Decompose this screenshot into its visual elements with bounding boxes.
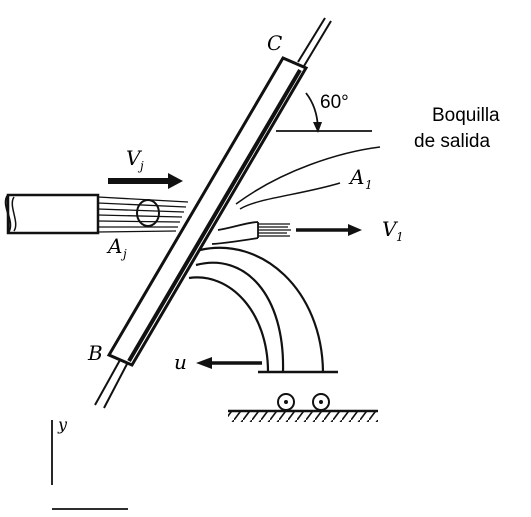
- inlet-pipe: [4, 193, 100, 235]
- plate-velocity-arrow: [196, 357, 262, 369]
- outlet-velocity-arrow: [296, 224, 362, 236]
- label-nozzle-line1: Boquilla: [432, 105, 500, 126]
- ground: [228, 409, 378, 422]
- inlet-velocity-arrow: [108, 173, 183, 189]
- outlet-jet-streamlines: [258, 223, 291, 237]
- label-outlet-velocity-sub: 1: [396, 230, 404, 244]
- cart: [258, 370, 338, 411]
- angle-marker: [276, 92, 372, 133]
- label-nozzle-line2: de salida: [414, 131, 490, 152]
- label-inlet-velocity: V: [126, 146, 143, 170]
- label-inlet-area: A: [106, 234, 122, 258]
- label-outlet-area: A: [348, 165, 364, 189]
- outlet-nozzle: [211, 221, 259, 245]
- coordinate-axes: [51, 420, 128, 510]
- inclined-plate: [94, 17, 332, 409]
- label-point-c: C: [267, 31, 282, 55]
- label-inlet-area-sub: j: [120, 247, 127, 261]
- label-point-b: B: [87, 341, 103, 365]
- label-inlet-velocity-sub: j: [137, 159, 144, 173]
- label-angle: 60°: [320, 92, 349, 113]
- label-outlet-velocity: V: [382, 217, 399, 241]
- label-axis-y: y: [57, 415, 68, 434]
- support-arm: [188, 246, 325, 373]
- nozzle-leader-lines: [235, 146, 381, 210]
- inlet-jet-section: [136, 199, 160, 227]
- label-plate-velocity: u: [174, 350, 187, 374]
- label-outlet-area-sub: 1: [365, 178, 373, 192]
